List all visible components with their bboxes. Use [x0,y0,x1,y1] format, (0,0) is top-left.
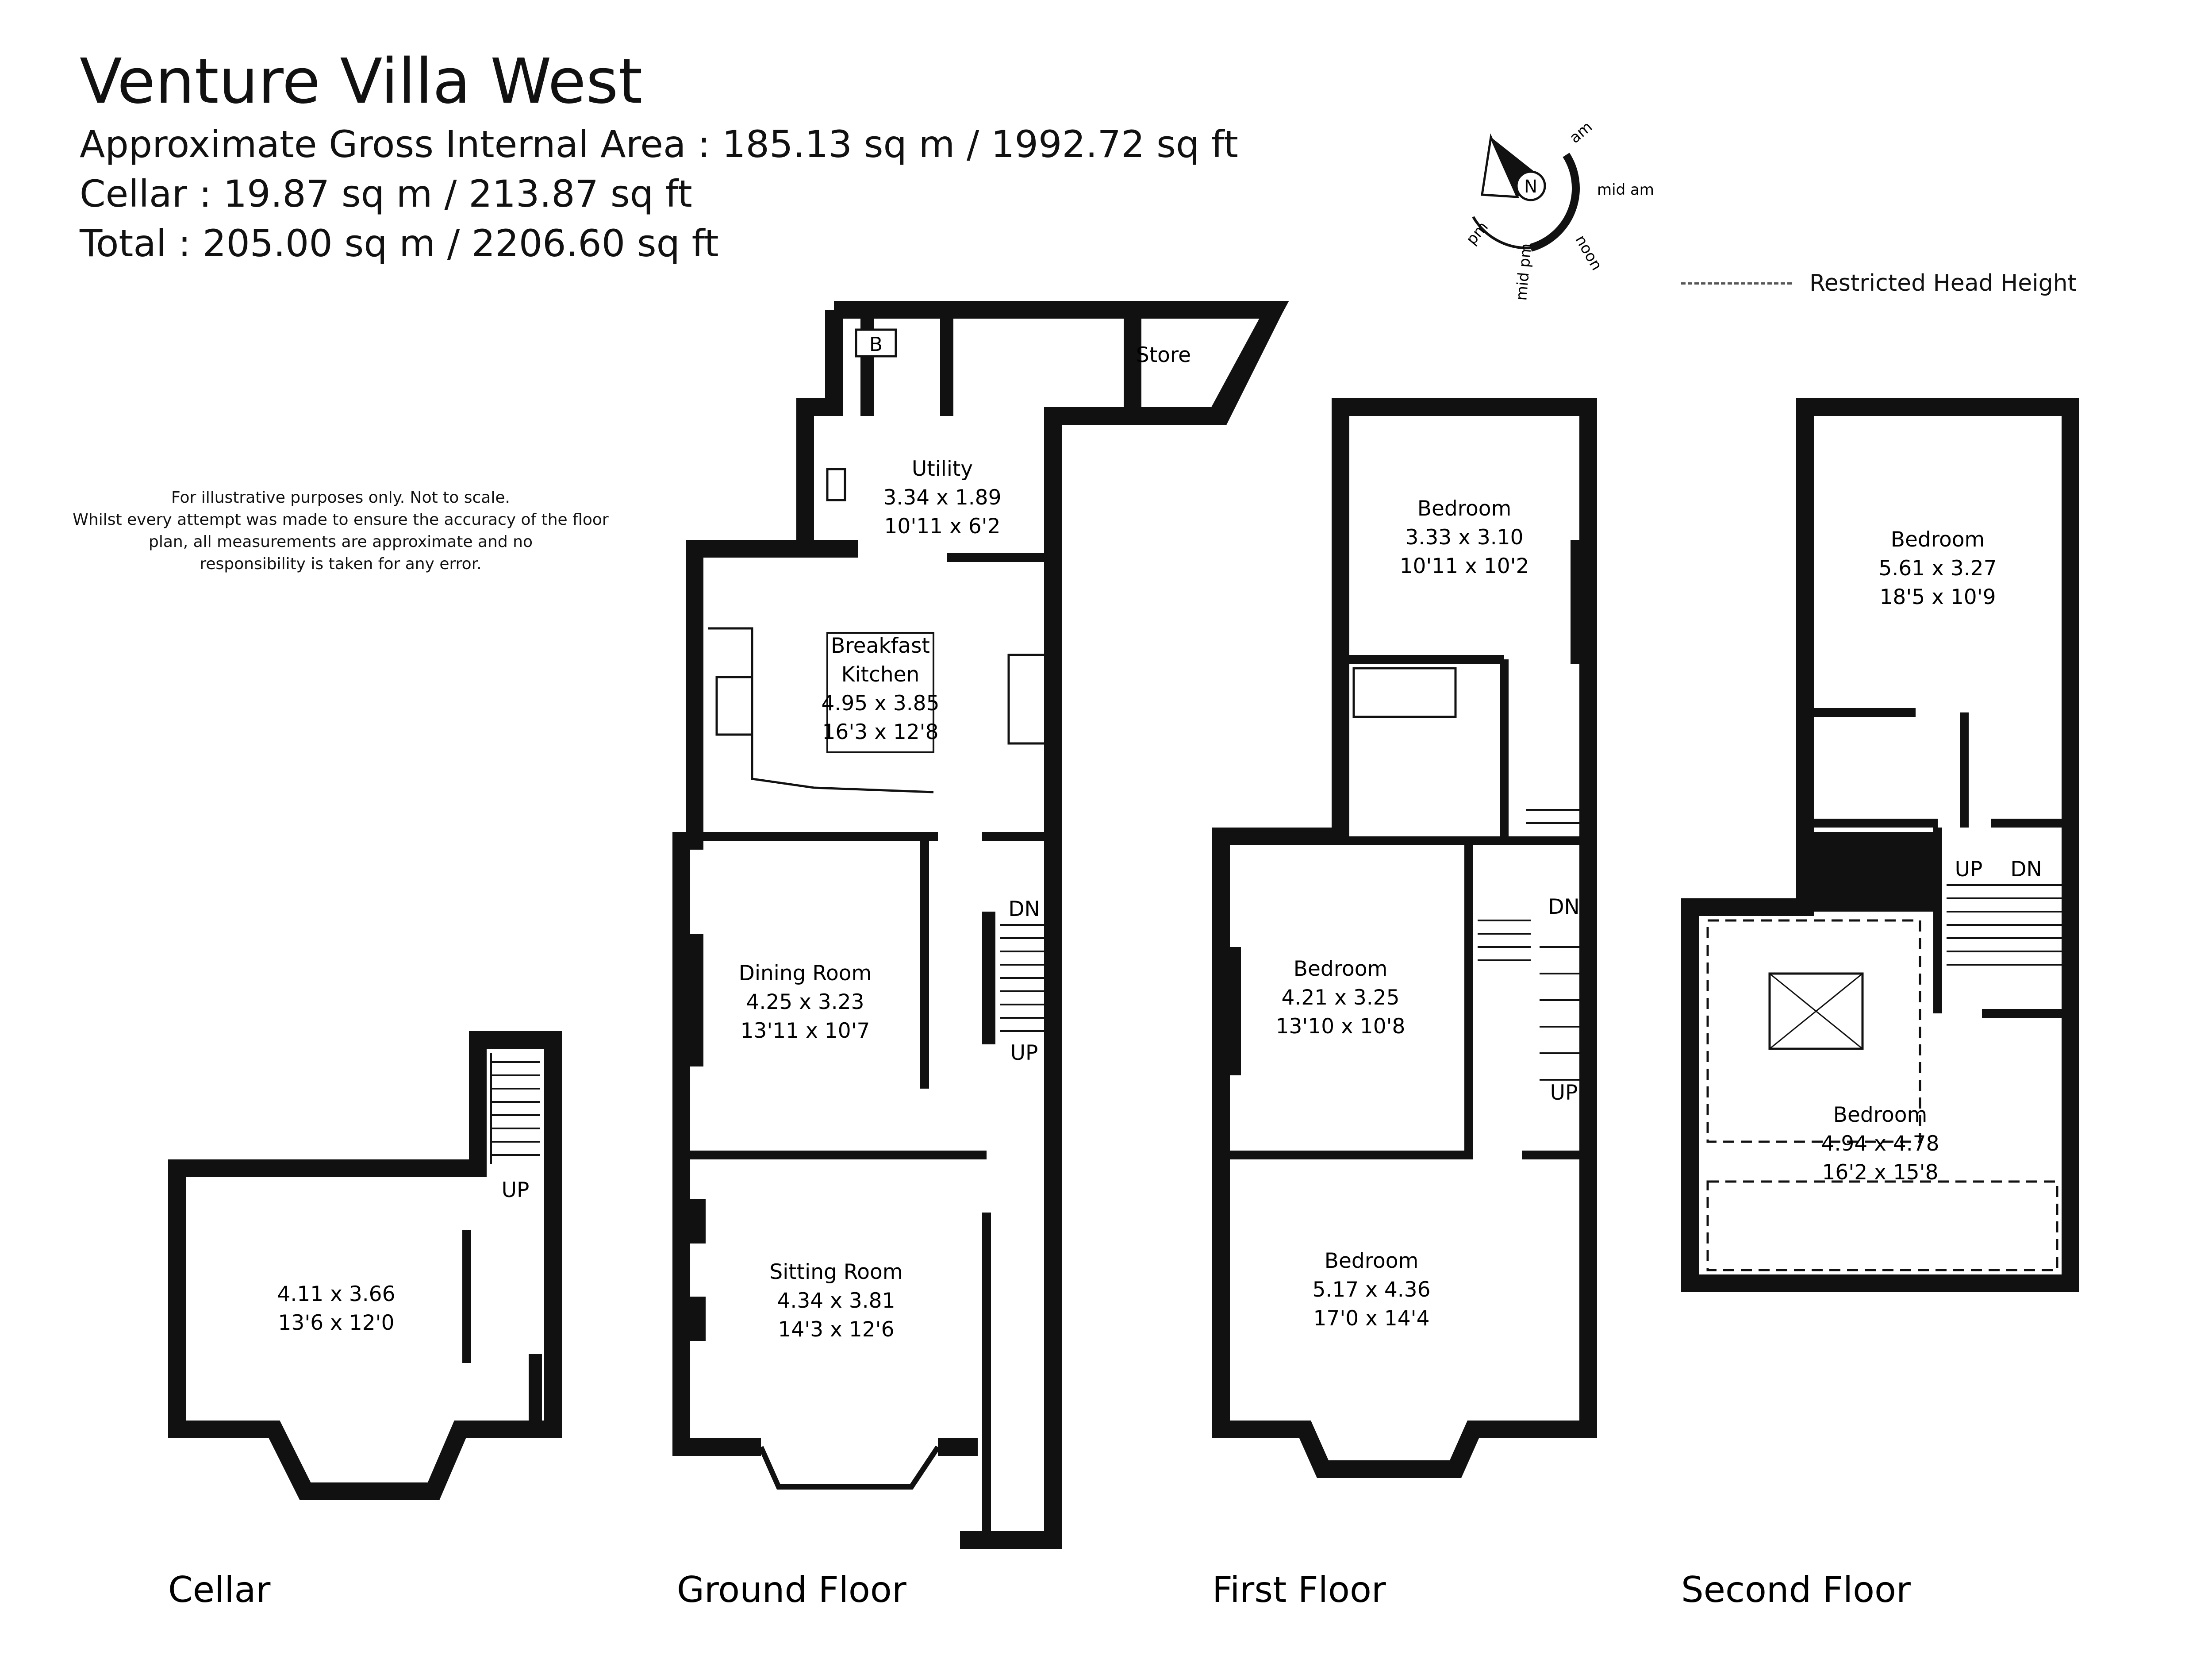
store-walls [1124,301,1289,425]
sitting-dims-m: 4.34 x 3.81 [777,1289,895,1313]
store-label: Store [1136,343,1191,367]
disclaimer-line: For illustrative purposes only. Not to s… [171,489,510,507]
cellar-dims-m: 4.11 x 3.66 [277,1282,396,1306]
disclaimer: For illustrative purposes only. Not to s… [66,487,615,575]
cellar-stair-up: UP [502,1178,530,1202]
cellar-walls [168,1031,562,1500]
first-stair-dn: DN [1548,895,1579,919]
kitchen-dims-m: 4.95 x 3.85 [822,691,940,716]
sf-bed-rear-label: Bedroom [1891,527,1985,552]
sitting-label: Sitting Room [769,1260,902,1284]
kitchen-dims-ft: 16'3 x 12'8 [822,720,939,744]
disclaimer-line: Whilst every attempt was made to ensure … [73,511,609,529]
compass-dial-icon [1515,170,1546,201]
plan-title: Venture Villa West [80,46,643,118]
sf-bed-rear-dims-ft: 18'5 x 10'9 [1880,585,1996,609]
skylight-icon [1768,972,1864,1050]
utility-label: Utility [912,457,973,481]
ff-bed-front-label: Bedroom [1325,1249,1419,1273]
dashed-line-icon [1681,282,1792,285]
ff-bed-front-dims-ft: 17'0 x 14'4 [1313,1306,1430,1331]
hob-icon [1007,654,1050,745]
floor-label-ground: Ground Floor [677,1569,906,1610]
compass-mid-pm: mid pm [1513,243,1535,301]
compass-pm: pm [1463,218,1492,248]
ff-bed-rear-label: Bedroom [1417,497,1512,521]
ground-bay-window [758,1445,940,1490]
sf-bed-front-label: Bedroom [1833,1103,1928,1127]
ground-floor-plan [672,301,1289,1549]
ground-stair-icon [1000,924,1044,1032]
utility-sink-icon [826,468,846,501]
kitchen-label-2: Kitchen [841,662,920,687]
legend: Restricted Head Height [1681,270,2077,296]
kitchen-sink-icon [715,676,753,736]
gross-area: Approximate Gross Internal Area : 185.13… [80,123,1238,166]
restricted-head-height [1706,919,2058,1271]
utility-dims-m: 3.34 x 1.89 [883,485,1002,510]
total-area: Total : 205.00 sq m / 2206.60 sq ft [80,222,719,265]
kitchen-label: Breakfast [831,634,930,658]
second-stair-up: UP [1955,857,1983,882]
utility-dims-ft: 10'11 x 6'2 [884,514,1001,539]
floor-label-first: First Floor [1212,1569,1386,1610]
dining-dims-m: 4.25 x 3.23 [746,990,864,1014]
dining-label: Dining Room [739,961,872,986]
floor-label-second: Second Floor [1681,1569,1911,1610]
ff-bed-front-dims-m: 5.17 x 4.36 [1313,1278,1431,1302]
compass-noon: noon [1571,232,1605,273]
cellar-area: Cellar : 19.87 sq m / 213.87 sq ft [80,172,692,216]
ground-stair-up: UP [1010,1041,1038,1065]
kitchen-worktop [708,627,934,793]
first-stair-up: UP [1550,1081,1578,1105]
dining-dims-ft: 13'11 x 10'7 [741,1019,870,1043]
ground-stair-dn: DN [1008,897,1040,921]
ff-bed-rear-dims-ft: 10'11 x 10'2 [1400,554,1529,578]
ff-bed-mid-dims-m: 4.21 x 3.25 [1282,986,1400,1010]
compass-mid-am: mid am [1597,181,1654,199]
sf-bed-rear-dims-m: 5.61 x 3.27 [1879,556,1997,581]
compass-am: am [1566,118,1596,147]
second-stair-icon [1947,884,2062,966]
sitting-dims-ft: 14'3 x 12'6 [778,1317,895,1342]
ff-bed-rear-dims-m: 3.33 x 3.10 [1406,525,1524,550]
header: Venture Villa West Approximate Gross Int… [80,44,1238,268]
floor-label-cellar: Cellar [168,1569,271,1610]
first-stair-icon [1478,809,1579,1081]
sf-bed-front-dims-m: 4.94 x 4.78 [1821,1132,1939,1156]
ff-bed-mid-dims-ft: 13'10 x 10'8 [1276,1014,1406,1039]
cellar-dims-ft: 13'6 x 12'0 [278,1311,395,1335]
sf-bed-front-dims-ft: 16'2 x 15'8 [1822,1160,1939,1185]
boiler-label: B [869,333,883,356]
cellar-plan [168,1031,562,1500]
legend-label: Restricted Head Height [1809,270,2077,296]
cellar-stair-icon [490,1053,540,1164]
compass: N am mid am noon mid pm pm [1463,118,1654,301]
disclaimer-line: plan, all measurements are approximate a… [149,533,533,551]
compass-north: N [1524,177,1537,197]
second-stair-dn: DN [2010,857,2042,882]
first-bay-window [1302,1428,1476,1472]
bath-icon [1352,667,1457,718]
disclaimer-line: responsibility is taken for any error. [200,555,482,573]
second-floor-plan [1681,398,2079,1292]
first-floor-plan [1212,398,1597,1478]
ff-bed-mid-label: Bedroom [1294,957,1388,981]
boiler-icon [855,328,897,358]
